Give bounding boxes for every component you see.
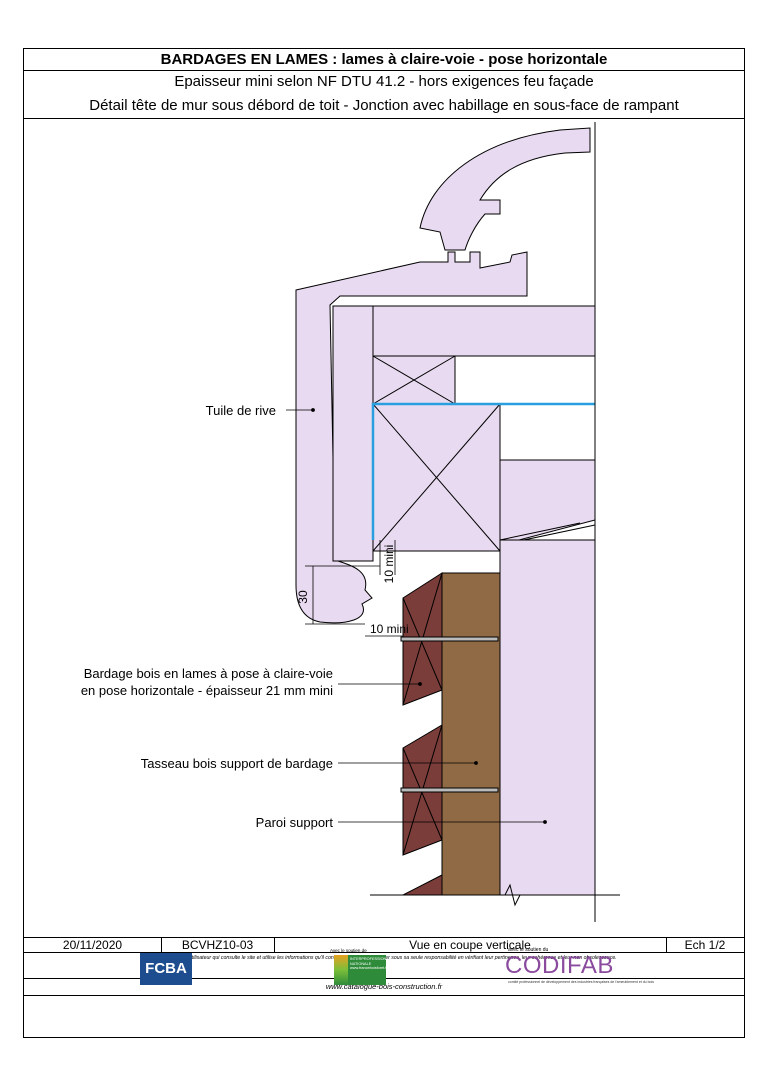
subtitle-block: Epaisseur mini selon NF DTU 41.2 - hors … — [24, 70, 744, 119]
codifab-subtitle: comité professionnel de développement de… — [508, 980, 655, 984]
label-tasseau: Tasseau bois support de bardage — [141, 756, 333, 771]
page-title: BARDAGES EN LAMES : lames à claire-voie … — [24, 49, 744, 71]
paroi-support-shape — [499, 539, 596, 896]
label-bardage-line2: en pose horizontale - épaisseur 21 mm mi… — [81, 683, 333, 698]
subtitle-line-2: Détail tête de mur sous débord de toit -… — [89, 97, 679, 114]
footer-scale: Ech 1/2 — [684, 938, 726, 952]
rafter-end — [332, 305, 374, 562]
dim-30-label: 30 — [296, 590, 310, 604]
label-paroi-support: Paroi support — [256, 815, 334, 830]
label-bardage-line1: Bardage bois en lames à pose à claire-vo… — [84, 666, 333, 681]
codifab-logo: CODIFAB — [505, 952, 614, 979]
label-tuile-de-rive: Tuile de rive — [206, 403, 276, 418]
interprofession-caption: Avec le soutien de — [330, 948, 367, 953]
footer-date: 20/11/2020 — [24, 938, 162, 952]
drawing-sheet: BARDAGES EN LAMES : lames à claire-voie … — [23, 48, 745, 1038]
dimension-30 — [305, 540, 403, 637]
dim-10-mini-horizontal: 10 mini — [370, 622, 409, 636]
cladding-board-3 — [402, 874, 443, 896]
membrane-line — [371, 402, 595, 540]
footer-reference: BCVHZ10-03 — [161, 938, 275, 952]
subtitle-line-1: Epaisseur mini selon NF DTU 41.2 - hors … — [174, 73, 594, 90]
interprofession-mark-icon — [334, 955, 348, 985]
roof-structure — [332, 305, 596, 562]
leader-lines — [286, 408, 547, 824]
screws — [400, 636, 499, 793]
interprofession-logo: INTERPROFESSION NATIONALE www.francebois… — [348, 955, 388, 985]
soffit-panel — [499, 459, 596, 546]
footer-info-row: 20/11/2020 BCVHZ10-03 Vue en coupe verti… — [24, 937, 744, 953]
break-lines — [370, 122, 620, 922]
fcba-logo: FCBA — [140, 953, 192, 985]
tasseau-shape — [441, 572, 501, 896]
dim-10-mini-vertical: 10 mini — [382, 545, 396, 584]
tuile-de-rive-shape — [295, 127, 591, 624]
footer-view: Vue en coupe verticale — [274, 938, 667, 952]
codifab-caption: avec le soutien du — [508, 947, 549, 953]
cladding-boards — [402, 572, 443, 896]
